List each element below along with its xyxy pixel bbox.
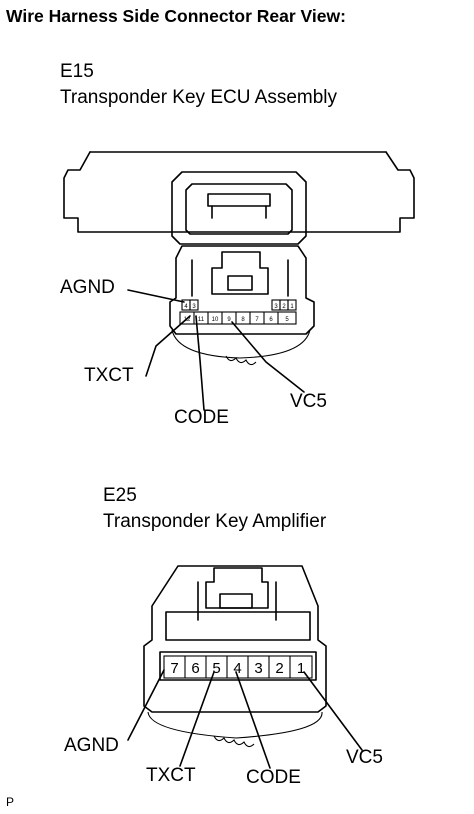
pin-number: 5 <box>285 317 289 323</box>
pin-number: 12 <box>184 317 191 323</box>
pin-number: 3 <box>274 304 278 310</box>
connector1-bottom-pins: 12 11 10 9 8 7 6 5 <box>184 317 290 323</box>
pin-number: 5 <box>212 660 220 677</box>
connector2-txct-label: TXCT <box>146 765 196 786</box>
pin-number: 1 <box>290 304 294 310</box>
pin-number: 4 <box>233 660 241 677</box>
pin-number: 10 <box>212 317 219 323</box>
pin-number: 11 <box>198 317 205 323</box>
pin-number: 7 <box>255 317 259 323</box>
pin-number: 2 <box>282 304 286 310</box>
pin-number: 4 <box>184 304 188 310</box>
connector2-agnd-label: AGND <box>64 735 119 756</box>
pin-number: 6 <box>191 660 199 677</box>
connector2-code: E25 <box>103 485 137 506</box>
pin-number: 1 <box>297 660 305 677</box>
pin-number: 7 <box>170 660 178 677</box>
pin-number: 3 <box>192 304 196 310</box>
connector1-code: E15 <box>60 61 94 82</box>
connector1-txct-label: TXCT <box>84 365 134 386</box>
connector2-name: Transponder Key Amplifier <box>103 511 327 532</box>
footer-code: P <box>6 795 15 809</box>
connector2-pins: 7 6 5 4 3 2 1 <box>170 660 305 677</box>
pin-number: 3 <box>254 660 262 677</box>
connector1-top-pins: 4 3 3 2 1 <box>184 304 294 310</box>
pin-number: 9 <box>227 317 231 323</box>
connector1-name: Transponder Key ECU Assembly <box>60 87 338 108</box>
connector2-vc5-label: VC5 <box>346 747 383 768</box>
pin-number: 6 <box>269 317 273 323</box>
page-title: Wire Harness Side Connector Rear View: <box>6 6 346 26</box>
pin-number: 2 <box>275 660 283 677</box>
pin-number: 8 <box>241 317 245 323</box>
connector2-drawing <box>127 565 363 769</box>
connector1-drawing <box>63 151 415 411</box>
connector2-code-label: CODE <box>246 767 301 788</box>
connector1-agnd-label: AGND <box>60 277 115 298</box>
connector1-vc5-label: VC5 <box>290 391 327 412</box>
connector1-code-label: CODE <box>174 407 229 428</box>
